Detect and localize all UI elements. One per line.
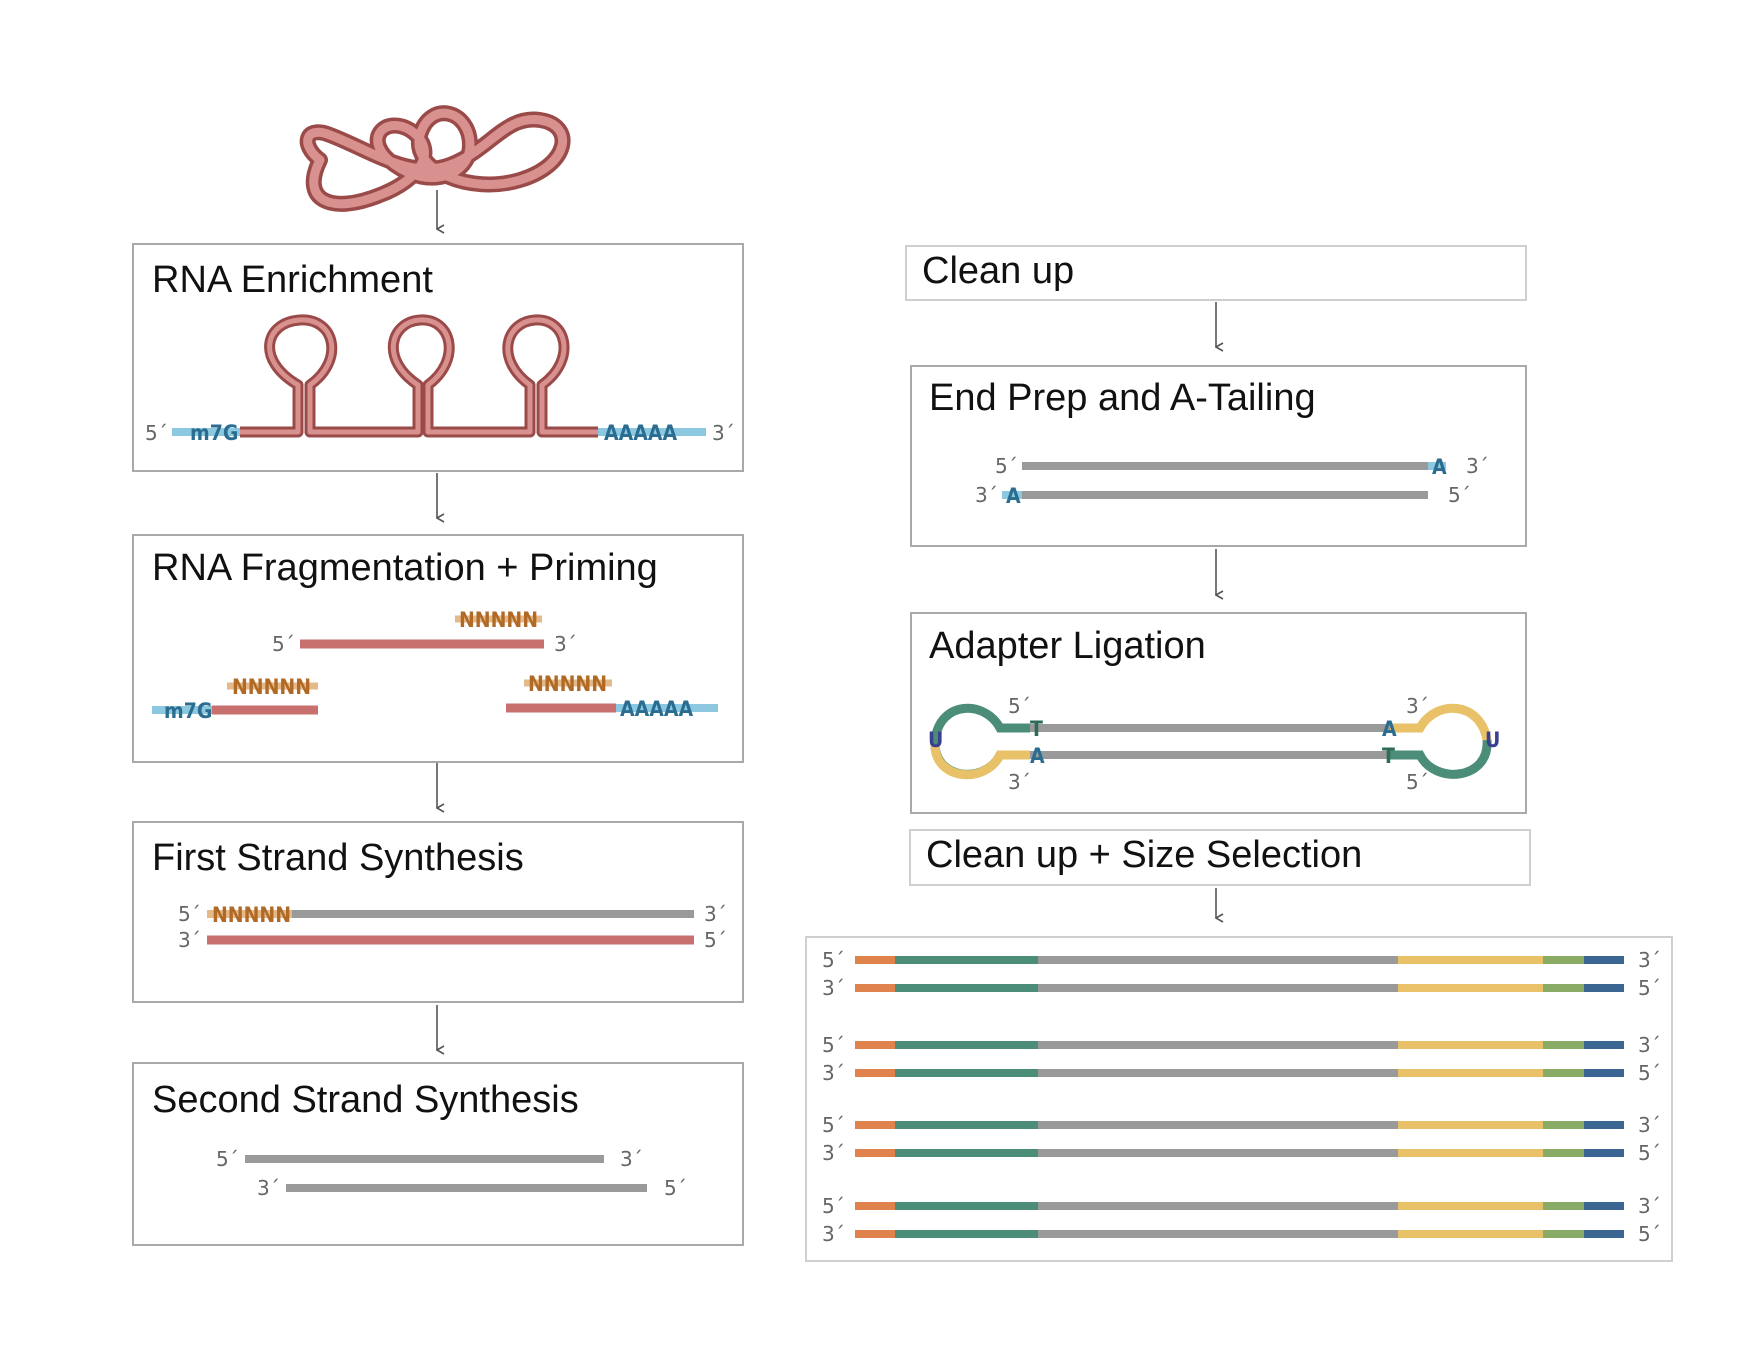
right-hairpin-adapter — [1390, 703, 1492, 742]
step-title: Clean up — [922, 250, 1074, 292]
step-title: Clean up + Size Selection — [926, 834, 1362, 876]
primer-label: NNNNN — [459, 608, 538, 632]
three-prime-label: 3´ — [1638, 1033, 1661, 1057]
library-strands: 5´ 3´ 3´ 5´ 5´ 3´ 3´ 5´ 5´ 3´ 3´ 5´ 5´ 3´ 3´ 5´ — [822, 948, 1661, 1246]
five-prime-label: 5´ — [704, 928, 727, 952]
step-title: RNA Enrichment — [152, 259, 433, 301]
three-prime-label: 3´ — [1406, 694, 1429, 718]
three-prime-label: 3´ — [257, 1176, 280, 1200]
polya-label: AAAAA — [604, 421, 677, 445]
five-prime-label: 5´ — [822, 1113, 845, 1137]
five-prime-label: 5´ — [1008, 694, 1031, 718]
cap-label: m7G — [190, 421, 238, 445]
step-title: RNA Fragmentation + Priming — [152, 547, 658, 589]
t-base-label: T — [1382, 744, 1395, 768]
three-prime-label: 3´ — [178, 928, 201, 952]
three-prime-label: 3´ — [704, 902, 727, 926]
step-title: Adapter Ligation — [929, 625, 1206, 667]
five-prime-label: 5´ — [1638, 976, 1661, 1000]
five-prime-label: 5´ — [1638, 1141, 1661, 1165]
a-base-label: A — [1006, 484, 1021, 508]
step-title: End Prep and A-Tailing — [929, 377, 1316, 419]
t-base-label: T — [1030, 717, 1043, 741]
five-prime-label: 5´ — [664, 1176, 687, 1200]
three-prime-label: 3´ — [822, 1222, 845, 1246]
three-prime-label: 3´ — [822, 1061, 845, 1085]
three-prime-label: 3´ — [1466, 454, 1489, 478]
five-prime-label: 5´ — [1638, 1222, 1661, 1246]
five-prime-label: 5´ — [822, 1194, 845, 1218]
step-adapter-ligation: Adapter Ligation U T A U A T 5´ 3´ 3´ 5´ — [910, 612, 1527, 814]
five-prime-label: 5´ — [822, 1033, 845, 1057]
three-prime-label: 3´ — [1638, 1113, 1661, 1137]
step-second-strand: Second Strand Synthesis 5´ 3´ 3´ 5´ — [132, 1062, 744, 1246]
three-prime-label: 3´ — [822, 976, 845, 1000]
u-base-label: U — [928, 728, 943, 752]
three-prime-label: 3´ — [620, 1147, 643, 1171]
three-prime-label: 3´ — [822, 1141, 845, 1165]
a-base-label: A — [1382, 717, 1397, 741]
step-first-strand: First Strand Synthesis NNNNN 5´ 3´ 3´ 5´ — [132, 821, 744, 1003]
three-prime-label: 3´ — [1008, 770, 1031, 794]
three-prime-label: 3´ — [1638, 948, 1661, 972]
five-prime-label: 5´ — [178, 902, 201, 926]
u-base-label: U — [1485, 728, 1500, 752]
five-prime-label: 5´ — [1638, 1061, 1661, 1085]
primer-label: NNNNN — [528, 672, 607, 696]
three-prime-label: 3´ — [554, 632, 577, 656]
five-prime-label: 5´ — [1406, 770, 1429, 794]
step-rna-enrichment: RNA Enrichment 5´ m7G AAAAA 3´ — [132, 243, 744, 472]
polya-label: AAAAA — [620, 697, 693, 721]
step-rna-fragmentation: RNA Fragmentation + Priming NNNNN 5´ 3´ … — [132, 534, 744, 763]
five-prime-label: 5´ — [145, 421, 168, 445]
step-title: First Strand Synthesis — [152, 837, 524, 879]
five-prime-label: 5´ — [272, 632, 295, 656]
step-end-prep: End Prep and A-Tailing A A 5´ 3´ 3´ 5´ — [910, 365, 1527, 547]
five-prime-label: 5´ — [822, 948, 845, 972]
step-clean-up-size-selection: Clean up + Size Selection — [909, 829, 1531, 886]
cap-label: m7G — [164, 699, 212, 723]
a-base-label: A — [1030, 744, 1045, 768]
final-library: 5´ 3´ 3´ 5´ 5´ 3´ 3´ 5´ 5´ 3´ 3´ 5´ 5´ 3´ 3´ 5´ — [805, 936, 1673, 1262]
three-prime-label: 3´ — [1638, 1194, 1661, 1218]
tangled-rna-illustration — [299, 105, 571, 212]
five-prime-label: 5´ — [995, 454, 1018, 478]
primer-label: NNNNN — [212, 903, 291, 927]
five-prime-label: 5´ — [1448, 483, 1471, 507]
step-title: Second Strand Synthesis — [152, 1079, 579, 1121]
primer-label: NNNNN — [232, 675, 311, 699]
step-clean-up: Clean up — [905, 245, 1527, 301]
three-prime-label: 3´ — [712, 421, 735, 445]
five-prime-label: 5´ — [216, 1147, 239, 1171]
a-base-label: A — [1432, 455, 1447, 479]
three-prime-label: 3´ — [975, 483, 998, 507]
